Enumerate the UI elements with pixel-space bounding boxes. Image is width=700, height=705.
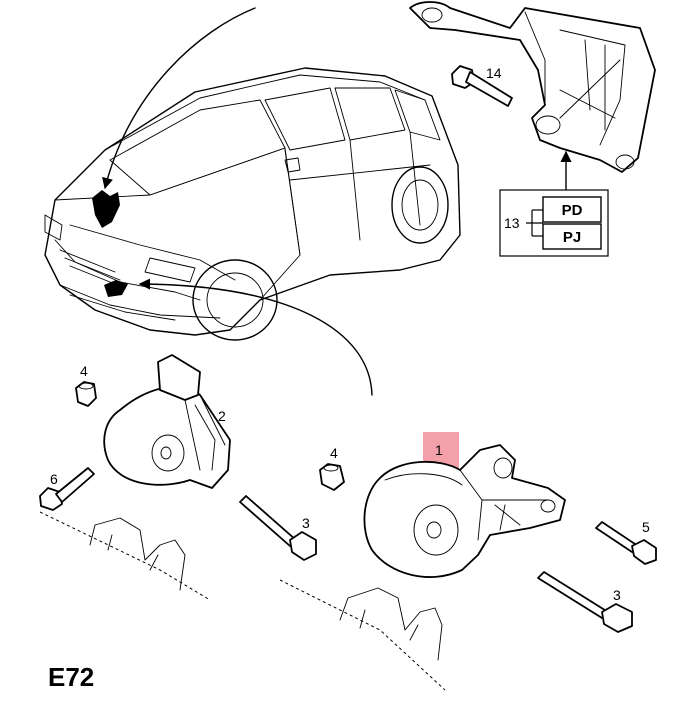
variant-box — [499, 189, 609, 257]
nut-left — [75, 381, 97, 407]
callout-6: 6 — [50, 471, 58, 487]
subframe-left — [39, 511, 211, 601]
long-bolt-right — [537, 571, 633, 633]
bracket-part — [409, 1, 656, 173]
callout-3-right: 3 — [613, 587, 621, 603]
callout-4-left: 4 — [80, 363, 88, 379]
callout-4-center: 4 — [330, 445, 338, 461]
callout-2: 2 — [218, 408, 226, 424]
variant-code-pd: PD — [562, 202, 583, 219]
callout-1: 1 — [435, 442, 443, 458]
callout-5: 5 — [642, 519, 650, 535]
long-bolt-left — [239, 495, 317, 561]
variant-code-pj: PJ — [563, 229, 581, 246]
car-illustration — [44, 67, 461, 341]
location-arrows — [102, 7, 373, 396]
subframe-right — [279, 579, 446, 691]
callout-3-left: 3 — [302, 515, 310, 531]
callout-14: 14 — [486, 65, 502, 81]
gearbox-mount-part — [103, 354, 231, 489]
bolt-right — [595, 521, 657, 565]
callout-13: 13 — [504, 215, 520, 231]
bolt-left — [39, 467, 95, 511]
engine-mount-part — [363, 444, 566, 578]
nut-center — [319, 463, 345, 491]
bracket-bolt — [451, 65, 513, 107]
page-code: E72 — [48, 662, 94, 692]
